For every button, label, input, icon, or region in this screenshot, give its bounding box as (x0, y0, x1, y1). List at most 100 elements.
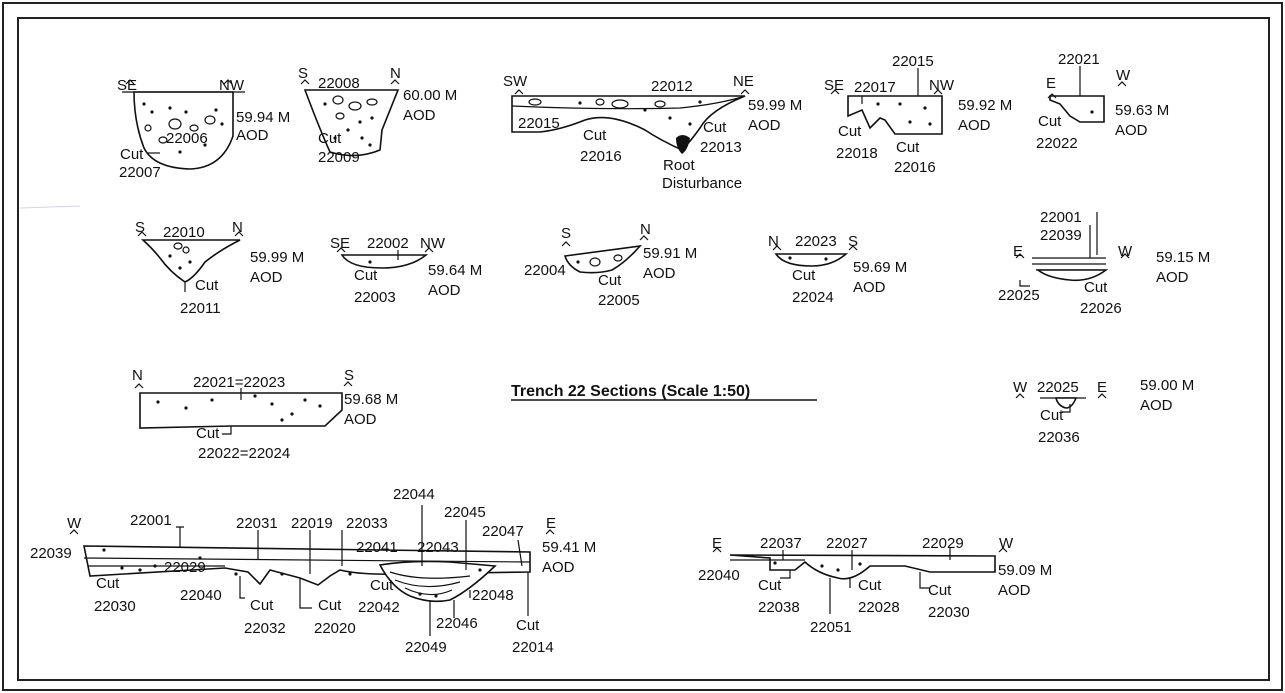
section-22004: S N 22004 Cut 22005 59.91 M AOD (524, 221, 697, 309)
context-label: 22051 (810, 619, 852, 636)
context-label: 22027 (826, 535, 868, 552)
level-label: 59.94 M (236, 109, 290, 126)
dir-label: N (768, 233, 779, 250)
cut-number: 22022=22024 (198, 445, 290, 462)
level-label: 59.69 M (853, 259, 907, 276)
section-22010: S N 22010 Cut 22011 59.99 M AOD (135, 219, 304, 317)
context-label: 22023 (795, 233, 837, 250)
level-label: 59.09 M (998, 562, 1052, 579)
cut-number: 22020 (314, 620, 356, 637)
section-22025: W 22025 E Cut 22036 59.00 M AOD (1013, 377, 1194, 446)
level-label: 59.64 M (428, 262, 482, 279)
dir-label: E (546, 515, 556, 532)
context-label: 22044 (393, 486, 435, 503)
dir-label: SW (503, 73, 528, 90)
context-label: 22031 (236, 515, 278, 532)
cut-label: Cut (928, 582, 952, 599)
section-22021-22023: N 22021=22023 S Cut 22022=22024 59.68 M … (132, 367, 398, 462)
level-label: 59.41 M (542, 539, 596, 556)
level-label: 59.91 M (643, 245, 697, 262)
context-label: 22001 (130, 512, 172, 529)
cut-number: 22003 (354, 289, 396, 306)
cut-number: 22018 (836, 145, 878, 162)
cut-number: 22042 (358, 599, 400, 616)
dir-label: W (1013, 379, 1028, 396)
context-label: 22039 (1040, 227, 1082, 244)
context-label: 22019 (291, 515, 333, 532)
section-22021: 22021 E W Cut 22022 59.63 M AOD (1036, 51, 1169, 152)
context-label: 22040 (698, 567, 740, 584)
level-label: 59.99 M (250, 249, 304, 266)
inner-border (17, 17, 1270, 681)
drawing-title: Trench 22 Sections (Scale 1:50) (511, 383, 750, 400)
context-label: 22047 (482, 523, 524, 540)
section-22006: SE NW 22006 Cut 22007 59.94 M AOD (117, 77, 290, 181)
cut-label: Cut (1040, 407, 1064, 424)
dir-label: W (67, 515, 82, 532)
cut-number: 22024 (792, 289, 834, 306)
context-label: 22008 (318, 75, 360, 92)
level-datum: AOD (748, 117, 781, 134)
dir-label: E (1013, 243, 1023, 260)
cut-label: Cut (318, 130, 342, 147)
dir-label: S (298, 65, 308, 82)
cut-label: Cut (896, 139, 920, 156)
context-label: 22002 (367, 235, 409, 252)
section-22017: 22015 SE 22017 NW Cut 22018 Cut 22016 59… (824, 53, 1012, 176)
context-label: 22029 (922, 535, 964, 552)
context-label: 22037 (760, 535, 802, 552)
context-label: 22012 (651, 78, 693, 95)
level-datum: AOD (428, 282, 461, 299)
cut-label: Cut (858, 577, 882, 594)
cut-number: 22005 (598, 292, 640, 309)
level-label: 59.68 M (344, 391, 398, 408)
dir-label: E (1097, 379, 1107, 396)
dir-label: W (999, 535, 1014, 552)
context-label: 22010 (163, 224, 205, 241)
level-datum: AOD (1115, 122, 1148, 139)
dir-label: NW (929, 77, 955, 94)
cut-number: 22026 (1080, 300, 1122, 317)
cut-label: Cut (120, 146, 144, 163)
level-datum: AOD (853, 279, 886, 296)
context-label: 22015 (518, 115, 560, 132)
cut-label: Cut (838, 123, 862, 140)
cut-number: 22009 (318, 149, 360, 166)
dir-label: N (640, 221, 651, 238)
section-22008: S N 22008 Cut 22009 60.00 M AOD (298, 65, 457, 166)
context-label: 22025 (998, 287, 1040, 304)
level-datum: AOD (542, 559, 575, 576)
context-label: 22049 (405, 639, 447, 656)
context-label: 22045 (444, 504, 486, 521)
cut-label: Cut (370, 577, 394, 594)
note-label: Root (663, 157, 696, 174)
level-datum: AOD (998, 582, 1031, 599)
cut-label: Cut (758, 577, 782, 594)
level-label: 60.00 M (403, 87, 457, 104)
cut-label: Cut (1038, 113, 1062, 130)
section-22002: SE 22002 NW Cut 22003 59.64 M AOD (330, 235, 482, 306)
context-label: 22015 (892, 53, 934, 70)
cut-label: Cut (1084, 279, 1108, 296)
cut-number: 22032 (244, 620, 286, 637)
dir-label: SE (824, 77, 844, 94)
dir-label: NW (219, 77, 245, 94)
context-label: 22017 (854, 79, 896, 96)
level-label: 59.63 M (1115, 102, 1169, 119)
dir-label: S (848, 233, 858, 250)
section-22023: N 22023 S Cut 22024 59.69 M AOD (768, 233, 907, 306)
cut-number: 22028 (858, 599, 900, 616)
level-label: 59.15 M (1156, 249, 1210, 266)
section-22001-22039: 22001 22039 E W 22025 Cut 22026 59.15 M … (998, 209, 1210, 317)
cut-number: 22022 (1036, 135, 1078, 152)
context-label: 22029 (164, 559, 206, 576)
level-label: 59.92 M (958, 97, 1012, 114)
cut-label: Cut (354, 267, 378, 284)
dir-label: E (1046, 75, 1056, 92)
cut-label: Cut (792, 267, 816, 284)
dir-label: NE (733, 73, 754, 90)
level-datum: AOD (236, 127, 269, 144)
context-label: 22039 (30, 545, 72, 562)
scan-mark (19, 205, 81, 209)
cut-number: 22030 (94, 598, 136, 615)
